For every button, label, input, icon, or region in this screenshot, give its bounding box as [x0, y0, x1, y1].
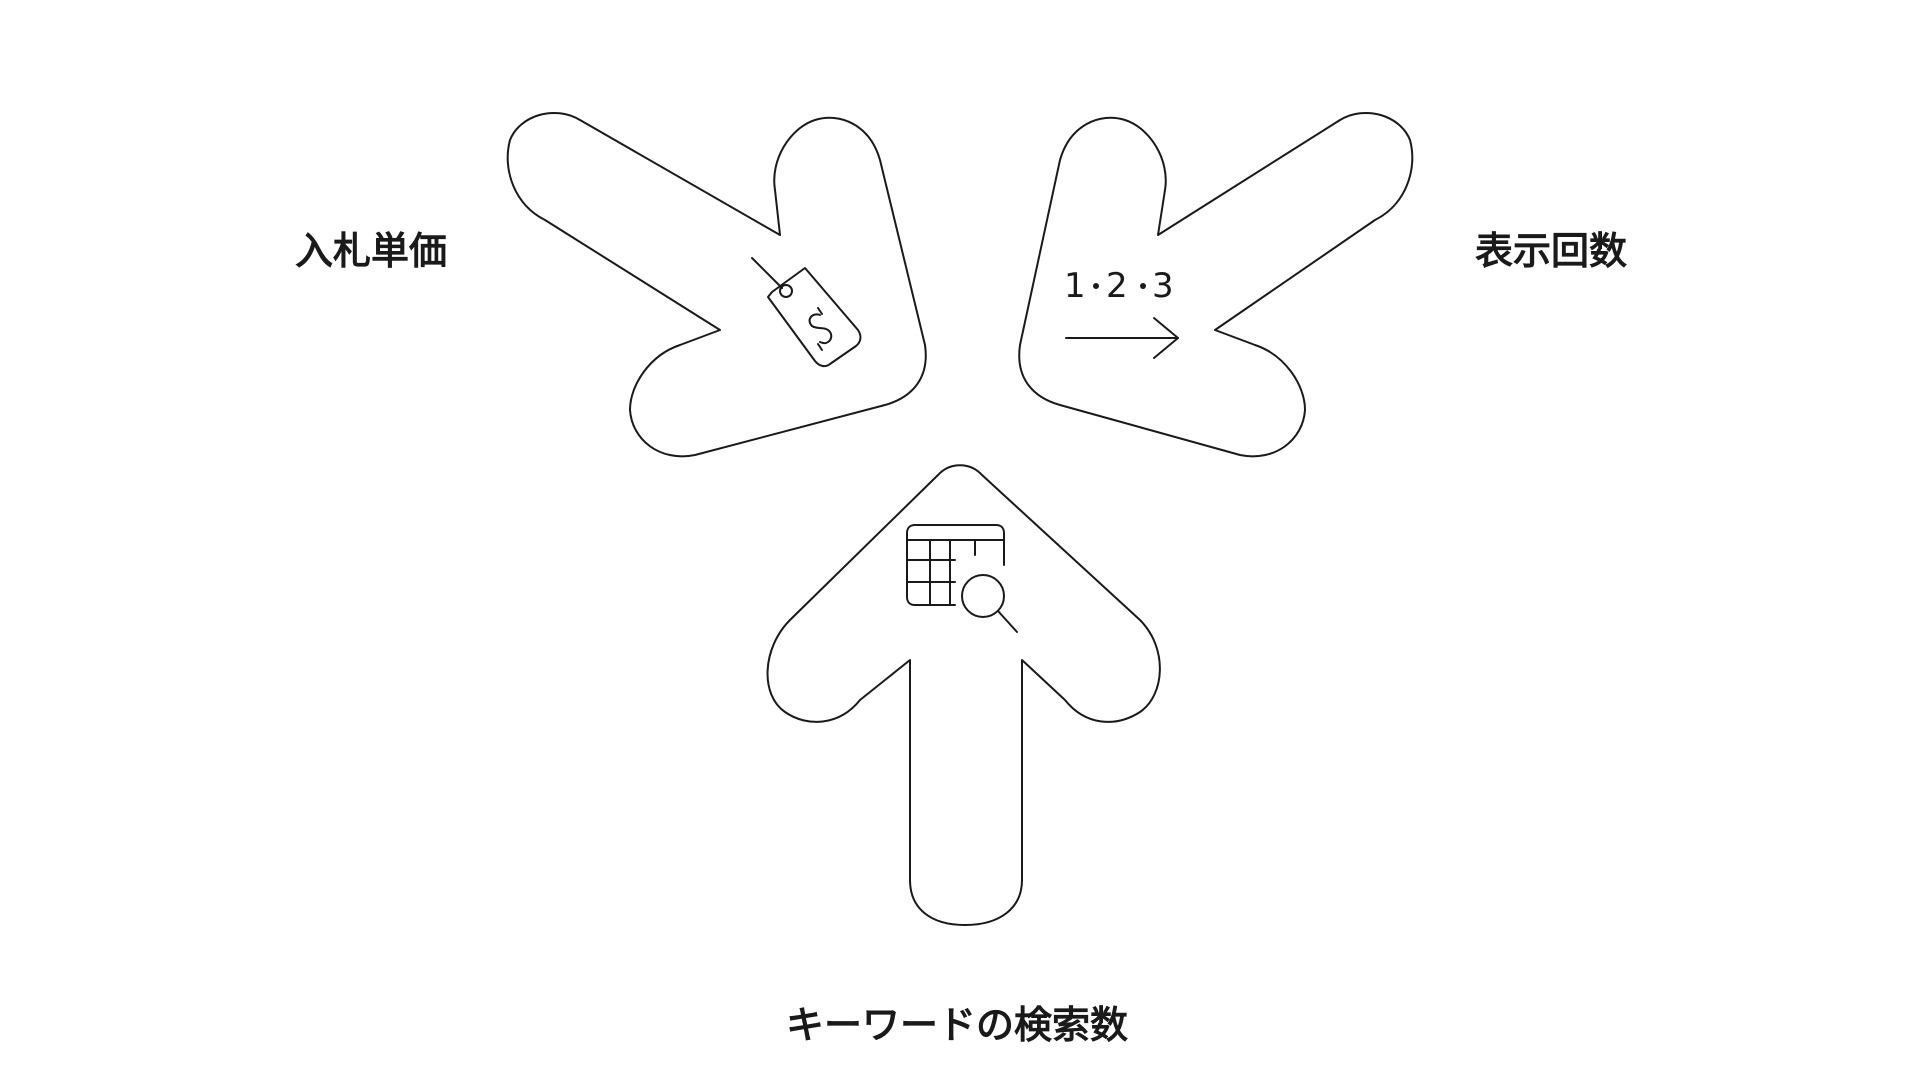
impressions-label: 表示回数: [1475, 229, 1628, 273]
sequence-number-3: 3: [1152, 266, 1174, 306]
arrow-bottom: [766, 464, 1161, 926]
arrow-top-right: [1018, 111, 1414, 458]
sequence-number-1: 1: [1064, 266, 1086, 306]
bid-price-label: 入札単価: [295, 229, 448, 273]
keyword-search-volume-label: キーワードの検索数: [786, 1003, 1129, 1047]
table-search-icon: [906, 524, 1018, 633]
ordering-sequence-icon: 1 2 3: [1064, 266, 1179, 359]
price-tag-icon: [751, 257, 862, 368]
sequence-number-2: 2: [1106, 266, 1128, 306]
arrow-top-left: [506, 111, 927, 458]
